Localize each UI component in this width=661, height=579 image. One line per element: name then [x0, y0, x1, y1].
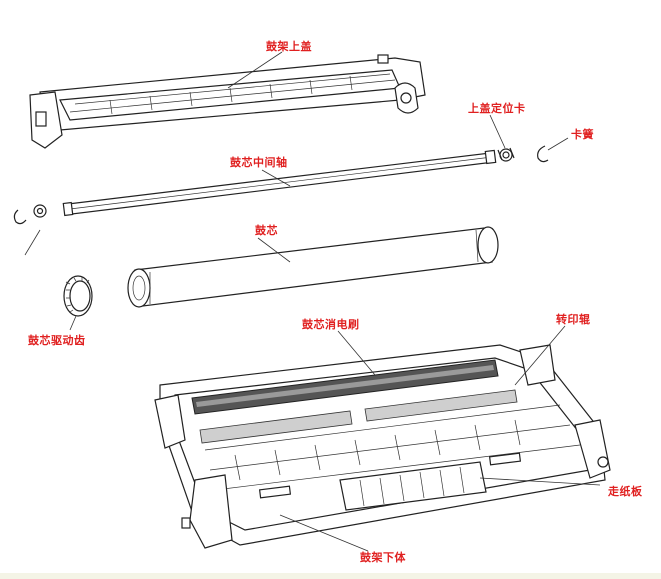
drum-drive-gear-drawing	[63, 275, 93, 317]
label-drum-lower-frame: 鼓架下体	[360, 551, 406, 564]
label-drum: 鼓芯	[255, 224, 278, 237]
drum-center-shaft-drawing	[62, 149, 497, 217]
label-drum-drive-gear: 鼓芯驱动齿	[28, 334, 86, 347]
spring-clip-drawing	[537, 145, 549, 163]
label-drum-upper-frame: 鼓架上盖	[266, 40, 312, 53]
bottom-band	[0, 573, 661, 579]
drum-lower-frame-drawing	[154, 344, 611, 549]
label-upper-cover-locator: 上盖定位卡	[468, 102, 526, 115]
drum-upper-frame-drawing	[29, 54, 426, 149]
label-transfer-roller: 转印辊	[556, 313, 591, 326]
upper-cover-locator-drawing	[497, 147, 515, 162]
label-drum-cleaning-brush: 鼓芯消电刷	[302, 318, 360, 331]
label-drum-center-shaft: 鼓芯中间轴	[230, 156, 288, 169]
leader-lines	[69, 51, 601, 552]
label-spring-clip: 卡簧	[571, 128, 594, 141]
drum-drawing	[127, 226, 499, 308]
label-paper-guide: 走纸板	[608, 485, 643, 498]
left-small-parts-drawing	[13, 204, 47, 256]
